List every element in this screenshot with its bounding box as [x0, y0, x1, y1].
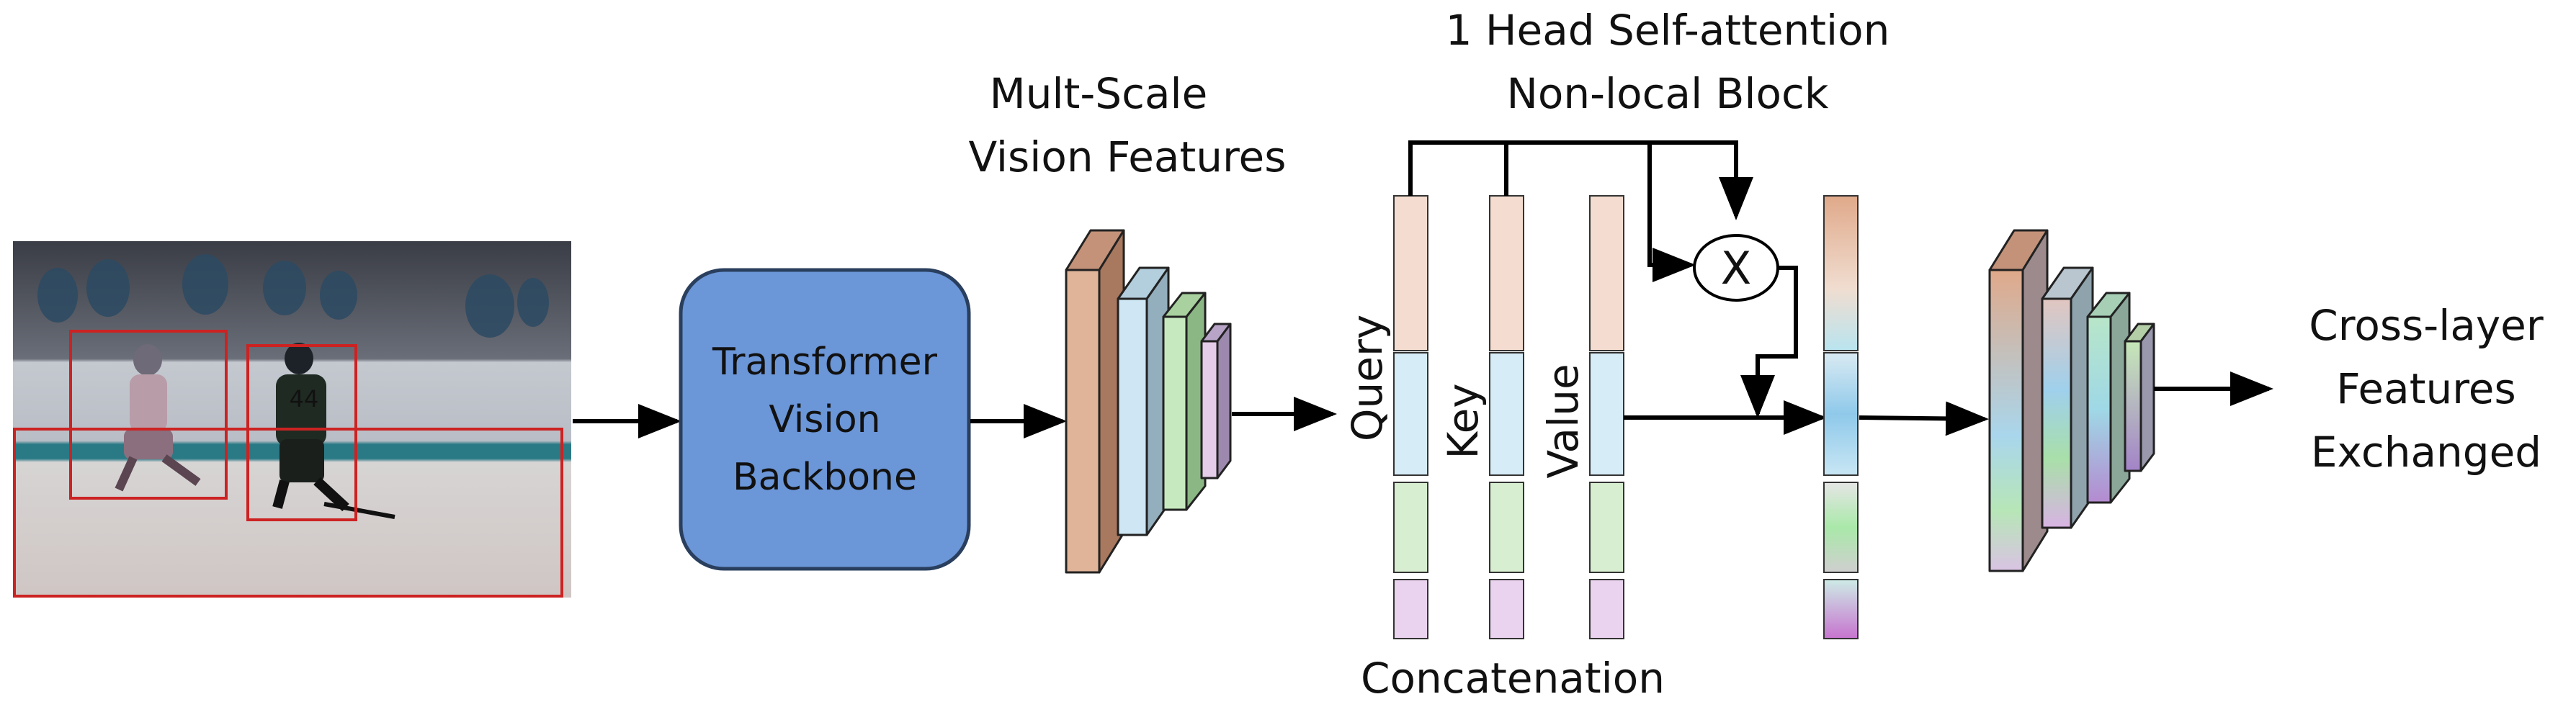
detection-boxes — [13, 330, 563, 598]
attention-output-column — [1823, 195, 1859, 639]
attention-title-line2: Non-local Block — [1506, 69, 1828, 118]
detection-box — [69, 330, 228, 500]
backbone-label-line2: Vision — [769, 398, 880, 441]
multiply-node: X — [1693, 234, 1779, 302]
jersey-number: 44 — [290, 385, 319, 413]
multiscale-label-line1: Mult-Scale — [990, 69, 1208, 118]
backbone-label-line3: Backbone — [733, 456, 917, 499]
multiscale-label-line2: Vision Features — [969, 132, 1287, 181]
arrow-multiply-to-value — [1740, 266, 1798, 418]
detection-box — [246, 344, 357, 521]
value-column — [1589, 195, 1624, 639]
feature-slab — [1117, 266, 1170, 536]
player-left — [115, 344, 201, 492]
output-label-line3: Exchanged — [2311, 428, 2541, 477]
key-label: Key — [1439, 383, 1488, 459]
transformer-backbone: Transformer Vision Backbone — [679, 268, 971, 571]
value-label: Value — [1539, 364, 1588, 478]
input-image: 44 — [13, 241, 571, 598]
feature-slab — [1065, 229, 1125, 574]
attention-title-line1: 1 Head Self-attention — [1446, 6, 1890, 55]
key-column — [1489, 195, 1524, 639]
backbone-label-line1: Transformer — [712, 341, 938, 384]
query-column — [1393, 195, 1428, 639]
detection-box — [13, 428, 563, 598]
exchanged-feature-stack — [1988, 229, 2155, 572]
qk-connectors — [1408, 140, 1753, 282]
spectators — [37, 254, 549, 338]
feature-slab — [1162, 292, 1207, 511]
feature-slab — [1988, 229, 2049, 572]
output-label-line1: Cross-layer — [2309, 301, 2544, 350]
concatenation-label: Concatenation — [1361, 654, 1665, 703]
backbone-box — [679, 268, 971, 571]
feature-slab — [2086, 292, 2131, 504]
query-label: Query — [1343, 315, 1392, 441]
multiply-symbol: X — [1721, 242, 1751, 294]
feature-slab — [2041, 266, 2094, 529]
output-label-line2: Features — [2336, 364, 2515, 413]
feature-slab — [1200, 323, 1232, 479]
multiscale-feature-stack — [1065, 229, 1232, 574]
feature-slab — [2124, 323, 2155, 472]
arrow-output-to-exchanged-features — [1859, 401, 1989, 436]
